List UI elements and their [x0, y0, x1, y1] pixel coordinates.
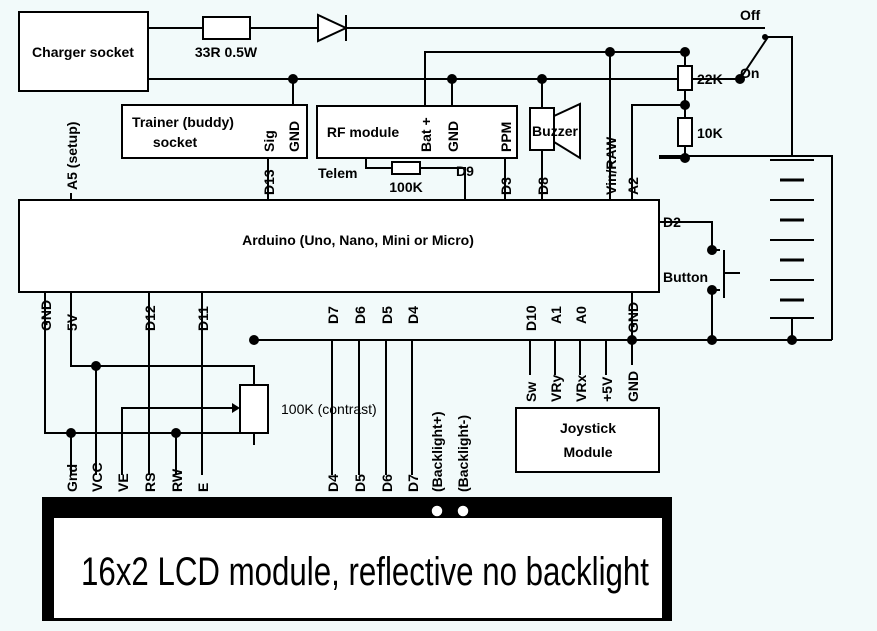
- trainer-label-line1: Trainer (buddy): [132, 114, 234, 130]
- charger-socket-block: [18, 11, 149, 92]
- ard-d11-label: D11: [195, 306, 211, 331]
- rf-gnd-label: GND: [445, 121, 461, 152]
- resistor-10k-label: 10K: [697, 125, 723, 141]
- arduino-block: [18, 199, 660, 293]
- lcd-d4-label: D4: [325, 474, 341, 492]
- ard-d5-label: D5: [379, 306, 395, 324]
- ard-a1-label: A1: [548, 306, 564, 324]
- rf-module-block: [316, 105, 518, 159]
- resistor-100k-telem: [391, 161, 421, 175]
- ard-d4-label: D4: [405, 306, 421, 324]
- resistor-33r-label: 33R 0.5W: [195, 44, 258, 60]
- ard-d7-label: D7: [325, 306, 341, 324]
- arduino-label: Arduino (Uno, Nano, Mini or Micro): [242, 232, 474, 248]
- resistor-10k: [677, 117, 693, 147]
- lcd-ve-label: VE: [115, 473, 131, 492]
- diode-icon: [317, 13, 349, 43]
- buzzer-icon: [529, 102, 581, 160]
- buzzer-label: Buzzer: [532, 123, 578, 139]
- lcd-gnd-label: Gnd: [64, 464, 80, 492]
- lcd-module-panel: [54, 518, 662, 618]
- charger-socket-label: Charger socket: [32, 44, 134, 60]
- pin-labels-vertical: Sig GND Bat + GND PPM A5 (setup) D13 D3 …: [38, 117, 641, 492]
- rf-ppm-label: PPM: [498, 122, 514, 152]
- lcd-rs-label: RS: [142, 473, 158, 492]
- switch-on-label: On: [740, 65, 759, 81]
- joystick-module-block: [515, 407, 660, 473]
- ard-d3-label: D3: [498, 177, 514, 195]
- ard-d6-label: D6: [352, 306, 368, 324]
- wires: [44, 27, 833, 475]
- ard-d13-label: D13: [261, 169, 277, 195]
- trainer-sig-label: Sig: [261, 130, 277, 152]
- switch-off-label: Off: [740, 7, 761, 23]
- ard-vin-label: Vin/RAW: [603, 136, 619, 195]
- lcd-backlight-minus-label: (Backlight-): [455, 415, 471, 492]
- junction-dots: [66, 47, 797, 438]
- ard-a0-label: A0: [573, 306, 589, 324]
- joystick-label-line1: Joystick: [560, 420, 616, 436]
- lcd-vcc-label: VCC: [89, 462, 105, 492]
- joy-gnd-label: GND: [625, 371, 641, 402]
- switch-contact-off: [762, 34, 768, 40]
- joy-vrx-label: VRx: [573, 375, 589, 402]
- ard-gnd-right-label: GND: [625, 302, 641, 333]
- resistor-22k-label: 22K: [697, 71, 723, 87]
- lcd-module-label: 16x2 LCD module, reflective no backlight: [81, 550, 649, 594]
- battery-icon: [770, 159, 814, 319]
- joy-sw-label: Sw: [523, 382, 539, 402]
- lcd-d5-label: D5: [352, 474, 368, 492]
- lcd-d6-label: D6: [379, 474, 395, 492]
- rf-bat-label: Bat +: [418, 117, 434, 152]
- potentiometer-icon: [232, 384, 269, 434]
- button-switch-icon: [723, 250, 740, 298]
- joy-5v-label: +5V: [599, 376, 615, 402]
- telem-label: Telem: [318, 165, 357, 181]
- resistor-telem-label: 100K: [389, 179, 422, 195]
- d2-label: D2: [663, 214, 681, 230]
- ard-a5-label: A5 (setup): [64, 122, 80, 190]
- ard-d12-label: D12: [142, 305, 158, 331]
- resistor-22k: [677, 65, 693, 91]
- ard-a2-label: A2: [625, 177, 641, 195]
- joystick-label-line2: Module: [564, 444, 613, 460]
- rf-module-label: RF module: [327, 124, 400, 140]
- resistor-33r: [202, 16, 251, 40]
- lcd-backlight-plus-label: (Backlight+): [429, 411, 445, 492]
- ard-d10-label: D10: [523, 305, 539, 331]
- lcd-rw-label: RW: [169, 468, 185, 492]
- trainer-socket-block: [121, 104, 308, 159]
- ard-5v-label: 5V: [64, 313, 80, 331]
- button-label: Button: [663, 269, 708, 285]
- ard-gnd-left-label: GND: [38, 300, 54, 331]
- trainer-label-line2: socket: [153, 134, 198, 150]
- lcd-pins: [64, 504, 470, 518]
- lcd-e-label: E: [195, 483, 211, 492]
- d9-label: D9: [456, 163, 474, 179]
- trainer-gnd-label: GND: [286, 121, 302, 152]
- ard-d8-label: D8: [535, 177, 551, 195]
- joy-vry-label: VRy: [548, 375, 564, 402]
- lcd-d7-label: D7: [405, 474, 421, 492]
- pot-label: 100K (contrast): [281, 401, 377, 417]
